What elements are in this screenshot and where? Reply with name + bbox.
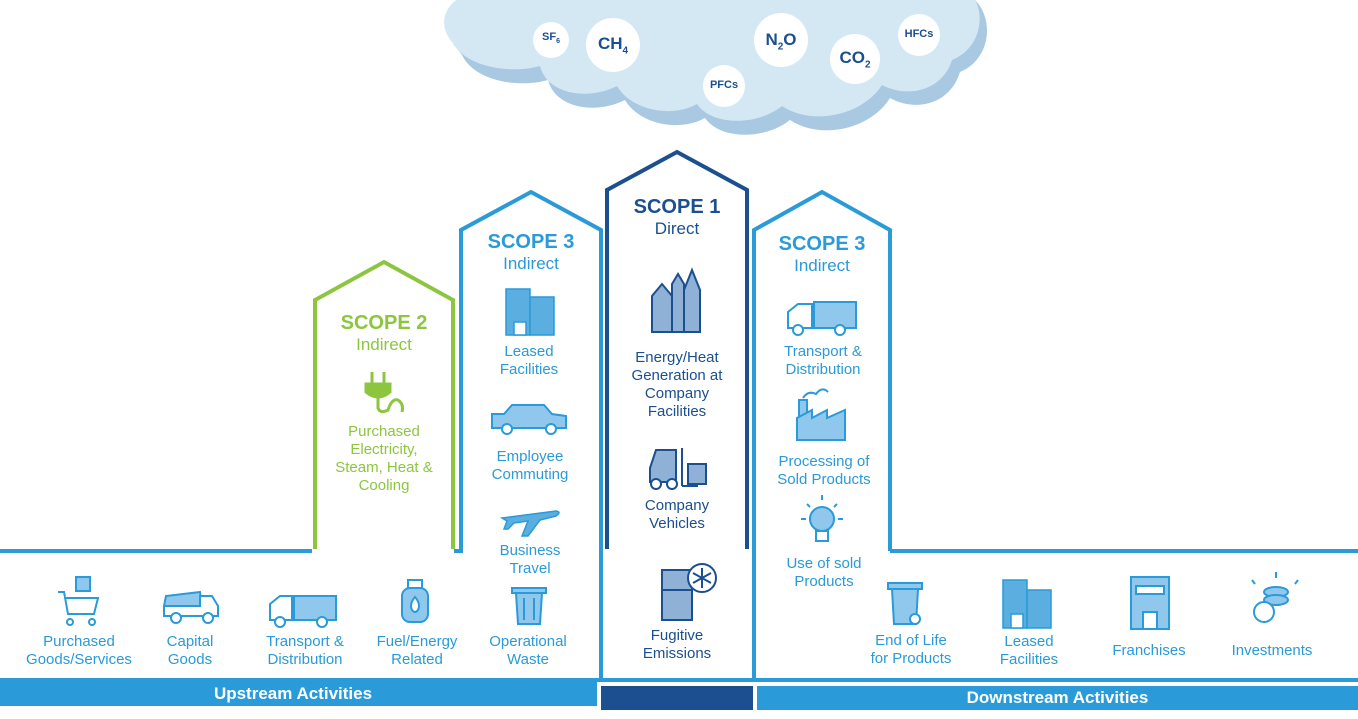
gas-hfcs: HFCs: [904, 28, 934, 40]
scope3-downstream-house: [752, 189, 892, 551]
gas-co2: CO2: [839, 48, 871, 71]
storefront-icon: [1130, 576, 1170, 630]
plug-icon: [364, 372, 404, 414]
downstream-bar: [757, 686, 1358, 710]
gas-sf6: SF6: [542, 31, 560, 46]
downstream-item-end-of-life: End of Life for Products: [870, 632, 952, 667]
coins-icon: [1251, 572, 1299, 623]
building-icon: [505, 288, 555, 336]
upstream-activities-label: Upstream Activities: [213, 684, 373, 703]
scope3-upstream-item-employee-commuting: Employee Commuting: [491, 448, 569, 483]
upstream-item-fuel-energy: Fuel/Energy Related: [376, 633, 458, 668]
skyscrapers-icon: [651, 267, 701, 333]
gas-ch4: CH4: [597, 34, 629, 57]
gas-circle-pfcs: [703, 65, 745, 107]
recycle-bin-icon: [887, 582, 923, 625]
scope1-title: SCOPE 1: [633, 196, 721, 218]
gas-circle-hfcs: [898, 14, 940, 56]
scope3-upstream-item-leased-facilities: Leased Facilities: [499, 343, 559, 378]
gas-cylinder-icon: [401, 579, 429, 623]
lightbulb-icon: [801, 495, 843, 542]
scope3-downstream-subtitle: Indirect: [794, 256, 850, 275]
scope2-item-electricity: Purchased Electricity, Steam, Heat & Coo…: [335, 423, 433, 494]
gas-circle-sf6: [533, 22, 569, 58]
scope3-downstream-item-transport: Transport & Distribution: [784, 343, 862, 378]
car-icon: [491, 404, 567, 435]
airplane-icon: [499, 510, 560, 537]
scope2-house: [313, 259, 455, 549]
downstream-item-leased-facilities: Leased Facilities: [999, 633, 1059, 668]
dump-truck-icon: [162, 590, 219, 624]
shopping-cart-icon: [58, 576, 100, 626]
scope1-house: [605, 149, 749, 549]
scope2-subtitle: Indirect: [356, 335, 412, 354]
gas-n2o: N2O: [765, 30, 797, 53]
gas-circle-n2o: [754, 13, 808, 67]
downstream-item-investments: Investments: [1231, 642, 1313, 659]
office-building-icon: [1002, 579, 1052, 629]
scope3-upstream-title: SCOPE 3: [487, 231, 575, 253]
upstream-item-capital-goods: Capital Goods: [166, 633, 214, 668]
downstream-activities-label: Downstream Activities: [966, 688, 1149, 707]
forklift-icon: [649, 448, 707, 490]
gas-circle-ch4: [586, 18, 640, 72]
delivery-truck-icon: [269, 595, 337, 628]
scope3-downstream-item-use-of-sold-products: Use of sold Products: [786, 555, 862, 590]
scope3-upstream-subtitle: Indirect: [503, 254, 559, 273]
upstream-item-operational-waste: Operational Waste: [489, 633, 567, 668]
scope3-downstream-item-processing: Processing of Sold Products: [777, 453, 871, 488]
downstream-item-franchises: Franchises: [1112, 642, 1186, 659]
refrigerator-icon: [661, 563, 717, 621]
scope1-subtitle: Direct: [654, 219, 700, 238]
scope1-item-energy-generation: Energy/Heat Generation at Company Facili…: [631, 349, 723, 420]
upstream-item-purchased-goods: Purchased Goods/Services: [26, 633, 132, 668]
scope2-title: SCOPE 2: [340, 312, 428, 334]
scope1-item-company-vehicles: Company Vehicles: [644, 497, 710, 532]
scope1-bar: [601, 686, 753, 710]
scope3-downstream-title: SCOPE 3: [778, 233, 866, 255]
trash-can-icon: [511, 587, 547, 625]
gas-circles: [533, 13, 940, 107]
factory-icon: [796, 388, 846, 441]
scope1-item-fugitive-emissions: Fugitive Emissions: [642, 627, 712, 662]
truck-icon: [787, 301, 857, 336]
scope3-upstream-item-business-travel: Business Travel: [499, 542, 561, 577]
gas-circle-co2: [830, 34, 880, 84]
scope1-base: [599, 551, 756, 682]
upstream-bar: [0, 682, 597, 706]
gas-pfcs: PFCs: [709, 79, 739, 91]
upstream-item-transport-distribution: Transport & Distribution: [266, 633, 344, 668]
